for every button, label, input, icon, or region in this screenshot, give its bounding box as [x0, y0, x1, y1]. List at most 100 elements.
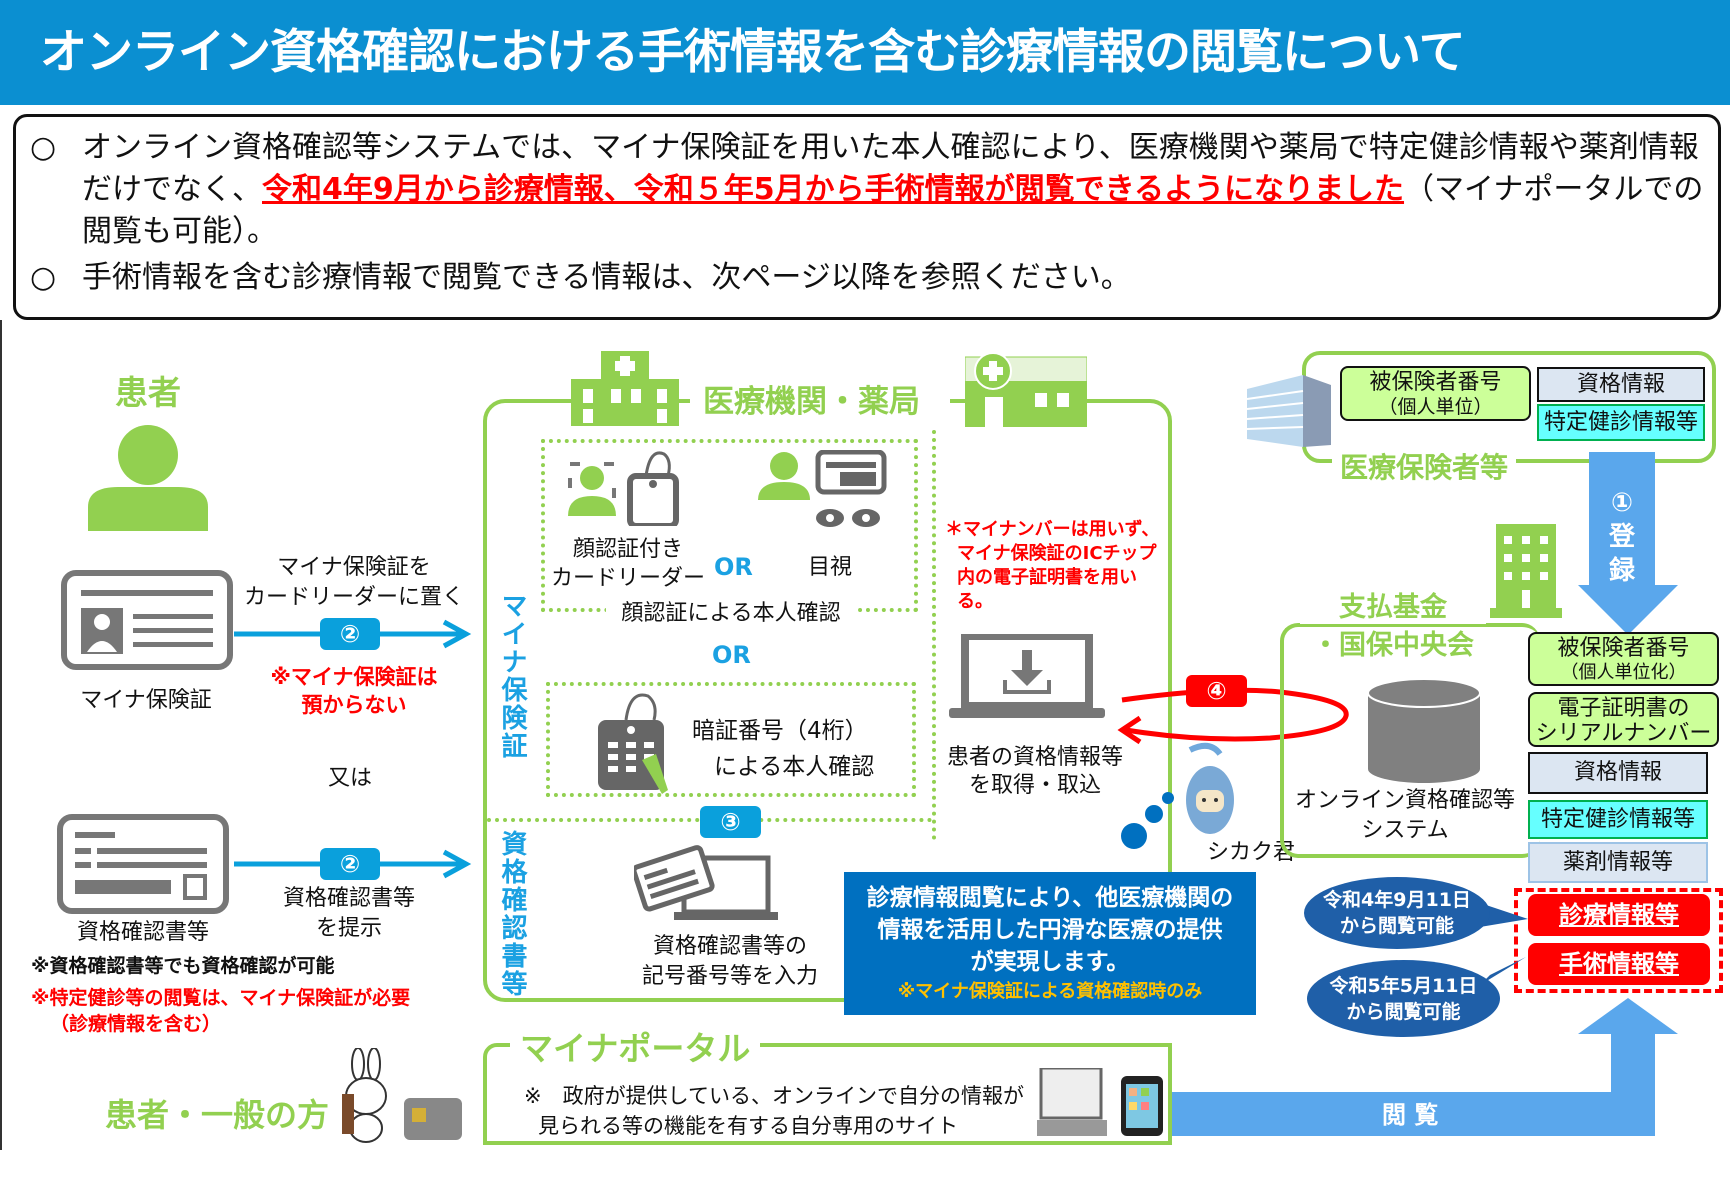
note-line: ＊マイナンバーは用いず、 [945, 519, 1160, 540]
note-line: 内の電子証明書を用い [957, 567, 1137, 588]
mynaportal-desc-1: ※ 政府が提供している、オンラインで自分の情報が [524, 1084, 1024, 1108]
benefit-note: ※マイナ保険証による資格確認時のみ [897, 981, 1203, 1002]
face-reader-label-2: カードリーダー [550, 566, 705, 591]
view-arrow-head-icon [1578, 998, 1678, 1034]
fetch-label-1: 患者の資格情報等 [946, 745, 1123, 770]
arrow1-text-1: マイナ保険証を [277, 555, 431, 580]
surgery-info-box: 手術情報等 [1528, 943, 1710, 985]
fund-building-icon [1490, 524, 1562, 618]
visual-check-label: 目視 [807, 555, 852, 580]
medical-info-box: 診療情報等 [1528, 894, 1710, 936]
clinic-title: 医療機関・薬局 [703, 384, 920, 420]
fund-system-box [1280, 623, 1540, 858]
system-label-2: システム [1361, 818, 1449, 843]
bubble-text: から閲覧可能 [1346, 1000, 1461, 1023]
pin-label-2: による本人確認 [714, 754, 875, 780]
general-user-label: 患者・一般の方 [105, 1096, 330, 1134]
bubble-date: 令和4年9月11日 [1323, 889, 1471, 911]
mynaportal-desc-2: 見られる等の機能を有する自分専用のサイト [538, 1114, 958, 1138]
fund-insured-number-box: 被保険者番号（個人単位化） [1528, 632, 1719, 686]
my-number-card-label: マイナ保険証 [80, 688, 212, 713]
office-building-icon [1247, 375, 1331, 447]
intro-text-post: （マイナポータルでの閲覧も可能）。 [82, 172, 1704, 249]
pharmacy-icon [965, 353, 1087, 427]
patient-label: 患者 [115, 373, 181, 412]
checkup-note-sub: （診療情報を含む） [50, 1013, 222, 1035]
vertical-label-my-number-card: マイナ保険証 [497, 592, 527, 760]
certificate-input-label-1: 資格確認書等の [652, 934, 807, 959]
pin-auth-box [546, 682, 916, 797]
system-label-1: オンライン資格確認等 [1294, 788, 1515, 813]
surgery-date-bubble: 令和5年5月11日から閲覧可能 [1307, 960, 1500, 1037]
view-arrow-horizontal [1170, 1092, 1655, 1136]
certificate-input-label-2: 記号番号等を入力 [641, 964, 818, 989]
bubble-pointers [1480, 903, 1528, 985]
card-not-kept-note-2: 預からない [301, 693, 407, 717]
bubble-date: 令和5年5月11日 [1329, 974, 1478, 997]
fund-label-2: ・国保中央会 [1300, 630, 1486, 662]
fund-qualification-box: 資格情報 [1528, 752, 1708, 794]
intro-highlight: 令和4年9月から診療情報、令和５年5月から手術情報が閲覧できるようになりました [262, 172, 1405, 207]
insurer-qualification-box: 資格情報 [1537, 367, 1705, 402]
title-mask [690, 380, 950, 420]
view-label: 閲 覧 [1382, 1101, 1439, 1129]
medical-date-bubble: 令和4年9月11日から閲覧可能 [1304, 877, 1490, 949]
step-badge-2: ② [320, 618, 380, 650]
or-text: 又は [327, 766, 372, 791]
benefit-line: 診療情報閲覧により、他医療機関の [866, 885, 1234, 911]
bubble-text: から閲覧可能 [1339, 915, 1454, 937]
intro-text-1: オンライン資格確認等システムでは、マイナ保険証を用いた本人確認により、医療機関や… [82, 127, 1704, 253]
intro-text-pre: オンライン資格確認等システムでは、マイナ保険証を用いた本人確認により、医療機関や… [82, 130, 1699, 207]
note-line: る。 [957, 591, 993, 612]
fetch-label-2: を取得・取込 [968, 773, 1101, 798]
intro-text-2: 手術情報を含む診療情報で閲覧できる情報は、次ページ以降を参照ください。 [82, 260, 1131, 295]
page-title: オンライン資格確認における手術情報を含む診療情報の閲覧について [0, 0, 1730, 105]
register-number: ① [1610, 488, 1633, 518]
fund-item-sub: シリアルナンバー [1535, 721, 1712, 746]
fund-item-label: 被保険者番号 [1557, 636, 1690, 661]
face-auth-card-reader-icon [568, 451, 679, 526]
insurer-label: 医療保険者等 [1332, 446, 1517, 486]
mynaportal-box [483, 1043, 1172, 1145]
mynaportal-title: マイナポータル [510, 1022, 761, 1070]
step-badge-4: ④ [1186, 675, 1247, 707]
hospital-icon [571, 351, 679, 426]
qualification-certificate-label: 資格確認書等 [76, 920, 209, 945]
register-char: 登 [1608, 522, 1635, 552]
drug-info-box: 薬剤情報等 [1528, 842, 1708, 883]
register-char: 録 [1608, 556, 1635, 586]
intro-box: ○ オンライン資格確認等システムでは、マイナ保険証を用いた本人確認により、医療機… [13, 114, 1721, 320]
step-badge-3: ③ [700, 806, 761, 838]
face-auth-caption: 顔認証による本人確認 [606, 599, 856, 629]
insured-number-sub: （個人単位） [1378, 396, 1493, 418]
checkup-note: ※特定健診等の閲覧は、マイナ保険証が必要 [31, 987, 411, 1009]
pin-card-reader-icon [598, 693, 668, 794]
card-not-kept-note-1: ※マイナ保険証は [270, 665, 438, 689]
insured-number-label: 被保険者番号 [1369, 370, 1502, 395]
register-arrow-head-icon [1578, 585, 1678, 635]
fund-checkup-box: 特定健診情報等 [1528, 800, 1708, 839]
pin-label-1: 暗証番号（4桁） [692, 718, 868, 744]
benefit-box: 診療情報閲覧により、他医療機関の 情報を活用した円滑な医療の提供 が実現します。… [844, 872, 1256, 1015]
qualification-certificate-icon [57, 814, 229, 914]
visual-check-icon [758, 450, 887, 527]
or-label-2: OR [712, 641, 751, 669]
mynaportal-rabbit-card-icon [342, 1048, 462, 1143]
database-icon [1368, 679, 1480, 783]
laptop-download-icon [949, 634, 1105, 718]
benefit-line: が実現します。 [970, 949, 1130, 975]
insurer-checkup-box: 特定健診情報等 [1537, 404, 1705, 441]
vertical-divider [932, 430, 936, 840]
certificate-note: ※資格確認書等でも資格確認が可能 [31, 955, 335, 977]
fund-item-label: 電子証明書の [1557, 696, 1690, 721]
arrow2-text-2: を提示 [315, 916, 382, 941]
vertical-label-certificate: 資格確認書等 [497, 830, 527, 998]
bullet-circle: ○ [30, 260, 57, 295]
certificate-serial-box: 電子証明書のシリアルナンバー [1528, 692, 1719, 747]
certificate-input-icon [634, 845, 778, 920]
my-number-not-used-note: ＊マイナンバーは用いず、 マイナ保険証のICチップ 内の電子証明書を用い る。 [945, 518, 1159, 614]
new-info-highlight-box [1514, 888, 1723, 993]
face-reader-label-1: 顔認証付き [572, 537, 683, 562]
pc-and-phone-icon [1037, 1068, 1163, 1136]
or-label-1: OR [714, 553, 753, 581]
